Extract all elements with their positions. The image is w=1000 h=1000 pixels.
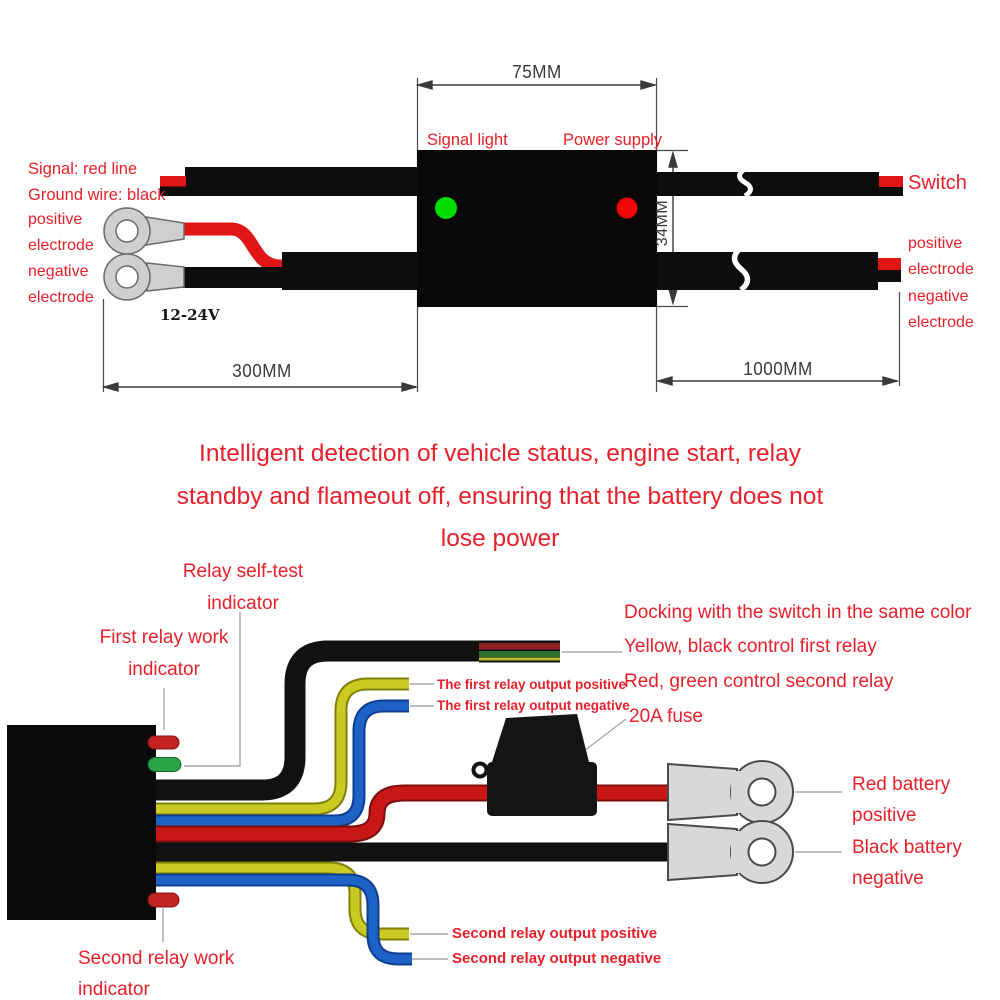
- left-electrode-label-1: electrode: [28, 237, 94, 254]
- dimension-1000mm: 1000MM: [743, 359, 813, 379]
- product-headline: Intelligent detection of vehicle status,…: [0, 433, 1000, 561]
- right-negative-label: negative: [908, 288, 969, 305]
- dimension-300mm: 300MM: [232, 361, 292, 381]
- first-relay-output-negative-label: The first relay output negative: [437, 698, 630, 713]
- yellow-black-control-label: Yellow, black control first relay: [624, 636, 877, 657]
- second-relay-output-negative-wire: [156, 873, 412, 966]
- right-electrode-label-2: electrode: [908, 314, 974, 331]
- black-battery-negative-label: Black battery negative: [852, 832, 962, 894]
- control-cable-striped-tip: [479, 640, 560, 663]
- voltage-rating-label: 12-24V: [160, 306, 220, 324]
- relay-control-box: [7, 725, 156, 920]
- top-wiring-diagram: [101, 78, 903, 392]
- right-positive-label: positive: [908, 235, 963, 252]
- second-relay-output-positive-label: Second relay output positive: [452, 925, 658, 942]
- negative-electrode-wire: [180, 267, 292, 288]
- black-battery-line-2: negative: [852, 868, 924, 889]
- leader-lines: [162, 612, 842, 960]
- first-relay-output-positive-wire: [156, 677, 409, 816]
- red-battery-line-2: positive: [852, 805, 917, 826]
- left-negative-label: negative: [28, 263, 89, 280]
- positive-electrode-wire: [184, 222, 300, 273]
- fuse-label: 20A fuse: [629, 706, 703, 727]
- headline-line-3: lose power: [440, 525, 560, 552]
- switch-label: Switch: [908, 172, 967, 194]
- first-relay-output-positive-label: The first relay output positive: [437, 677, 627, 692]
- relay-self-test-line-2: indicator: [207, 593, 279, 614]
- power-supply-red-led: [616, 197, 638, 219]
- red-battery-line-1: Red battery: [852, 774, 951, 795]
- ring-terminal-battery-positive: [667, 760, 794, 824]
- right-electrode-label-1: electrode: [908, 261, 974, 278]
- power-cable: [282, 252, 418, 290]
- left-positive-label: positive: [28, 211, 83, 228]
- relay-self-test-green-led: [147, 757, 182, 772]
- dimension-75mm: 75MM: [512, 62, 562, 82]
- second-relay-work-line-2: indicator: [78, 979, 150, 1000]
- left-electrode-label-2: electrode: [28, 289, 94, 306]
- first-relay-work-indicator-label: First relay work indicator: [78, 622, 250, 686]
- ring-terminal-battery-negative: [667, 820, 794, 884]
- switch-cable: [657, 166, 903, 199]
- red-green-control-label: Red, green control second relay: [624, 671, 894, 692]
- power-supply-label: Power supply: [563, 131, 663, 149]
- battery-positive-wire: [156, 784, 676, 843]
- ring-terminal-negative: [103, 253, 185, 301]
- headline-line-2: standby and flameout off, ensuring that …: [176, 482, 824, 510]
- second-relay-work-indicator-label: Second relay work indicator: [78, 943, 234, 1000]
- first-relay-output-negative-wire: [156, 699, 409, 828]
- ground-wire-label: Ground wire: black: [28, 186, 166, 204]
- first-relay-work-red-led: [147, 735, 180, 750]
- bottom-wiring-diagram: [7, 612, 842, 966]
- headline-line-1: Intelligent detection of vehicle status,…: [199, 440, 801, 467]
- relay-self-test-line-1: Relay self-test: [182, 561, 304, 582]
- black-battery-line-1: Black battery: [852, 837, 962, 858]
- fuse-holder: [471, 714, 597, 816]
- relay-self-test-indicator-label: Relay self-test indicator: [158, 556, 328, 620]
- signal-line-label: Signal: red line: [28, 160, 138, 178]
- signal-light-label: Signal light: [427, 131, 508, 149]
- signal-ground-cable: [160, 167, 418, 196]
- red-battery-positive-label: Red battery positive: [852, 769, 950, 831]
- docking-note-label: Docking with the switch in the same colo…: [624, 602, 972, 623]
- first-relay-work-line-1: First relay work: [99, 627, 229, 648]
- control-cable: [156, 640, 560, 801]
- dimension-34mm: 34MM: [654, 199, 671, 247]
- second-relay-output-negative-label: Second relay output negative: [452, 950, 662, 967]
- ring-terminal-positive: [103, 207, 185, 255]
- signal-light-green-led: [435, 197, 457, 219]
- relay-module-box: [417, 150, 657, 307]
- second-relay-work-red-led: [147, 892, 180, 908]
- second-relay-work-line-1: Second relay work: [78, 948, 235, 969]
- first-relay-work-line-2: indicator: [128, 659, 200, 680]
- battery-cable: [657, 245, 901, 293]
